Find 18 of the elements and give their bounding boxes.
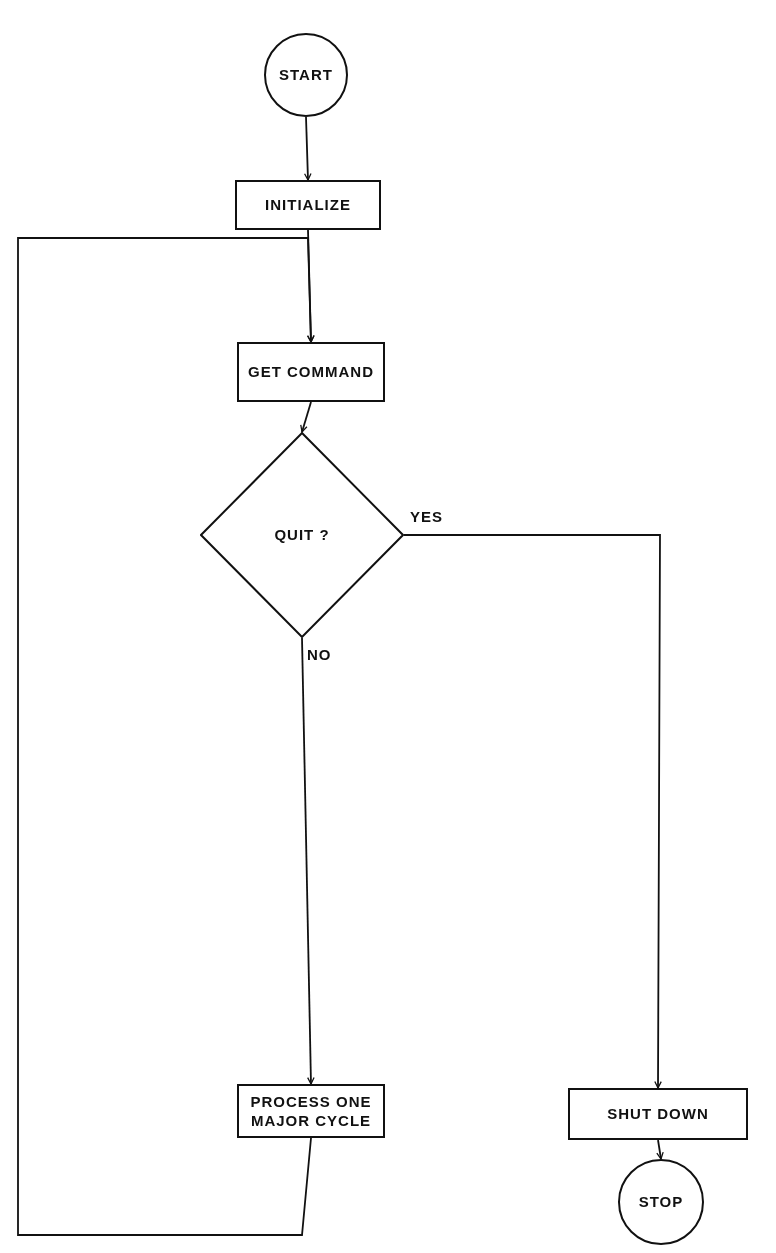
- node-label: STOP: [638, 1192, 684, 1212]
- arrow: [656, 1139, 664, 1160]
- arrow: [300, 401, 312, 433]
- node-label: PROCESS ONE MAJOR CYCLE: [249, 1091, 373, 1131]
- process-box: [568, 1088, 748, 1140]
- process-box: [237, 342, 385, 402]
- arrow: [301, 637, 315, 1085]
- node-label: GET COMMAND: [248, 362, 374, 382]
- arrow: [17, 237, 315, 1236]
- process-box: [235, 180, 381, 230]
- node-label: QUIT ?: [274, 525, 330, 545]
- arrow: [303, 116, 312, 181]
- node-label: START: [279, 65, 333, 85]
- arrow: [403, 534, 662, 1089]
- node-label: SHUT DOWN: [607, 1104, 709, 1124]
- decision-diamond: [200, 432, 404, 638]
- node-label: INITIALIZE: [265, 195, 351, 215]
- process-box: [237, 1084, 385, 1138]
